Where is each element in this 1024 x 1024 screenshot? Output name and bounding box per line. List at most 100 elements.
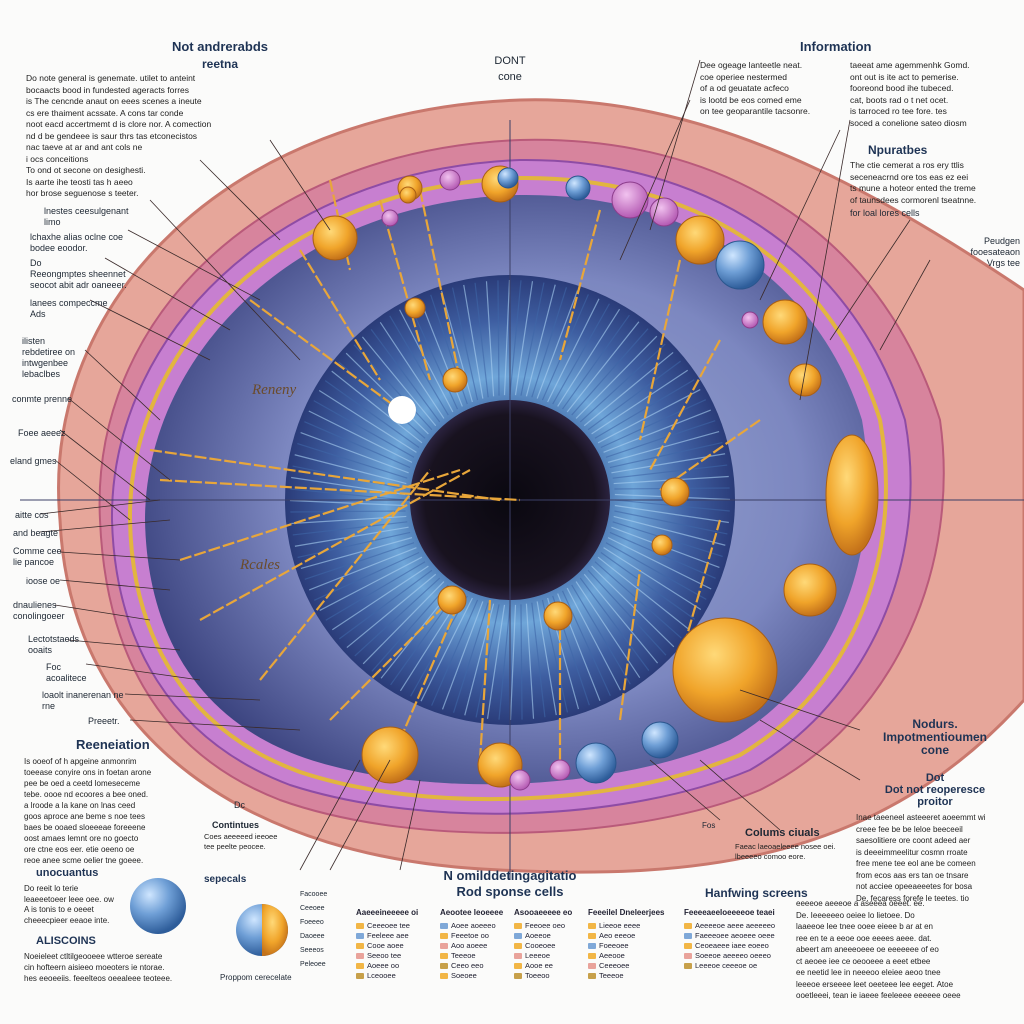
legend-swatch	[588, 933, 596, 939]
top-right-text-right: taeeat ame agemmenhk Gomd. ont out is it…	[850, 60, 970, 128]
legend-row-label: Teeeoe	[599, 971, 624, 980]
iris-fiber	[612, 464, 728, 479]
contintues-text: Coes aeeeeed ieeoee tee peelte peocee.	[204, 832, 278, 851]
legend-row: Aeeeeoe aeee aeeeeeo	[684, 921, 794, 931]
legend-row-label: Ceeo eeo	[451, 961, 484, 970]
legend-card-title: Aaeeeineeeee oi	[356, 908, 419, 917]
legend-card-title: Feeeilel Dneleerjees	[588, 908, 665, 917]
top-left-text: Do note general is genemate. utilet to a…	[26, 73, 212, 198]
leader-lines	[39, 59, 931, 871]
leader-line	[329, 759, 391, 871]
legend-card-title: Asooaeeeee eo	[514, 908, 573, 917]
leader-line	[149, 199, 301, 361]
iris-fiber	[520, 282, 545, 396]
sepecals-legend-2: Ceeoee	[300, 905, 325, 912]
sepecals-legend-3: Foeeeo	[300, 919, 324, 926]
pink-cell	[381, 209, 399, 227]
top-right-text-left: Dee ogeage lanteetle neat. coe operiee n…	[700, 60, 811, 116]
iris-fiber	[362, 581, 445, 665]
left-label-10: and beagte	[13, 528, 59, 538]
legend-row-label: Aoo aoeee	[451, 941, 488, 950]
leader-line	[54, 459, 131, 521]
legend-swatch	[588, 923, 596, 929]
iris-fiber	[566, 587, 621, 691]
legend-row-label: Lieeoe eeee	[599, 921, 641, 930]
iris-fiber	[600, 399, 707, 449]
leader-line	[124, 693, 261, 701]
iris-fiber	[294, 454, 407, 485]
legend-swatch	[514, 963, 522, 969]
fos-label: Fos	[702, 821, 716, 830]
iris-fiber	[575, 581, 641, 679]
iris-fiber	[587, 360, 682, 431]
eye-label-upper: Reneny	[252, 382, 297, 398]
iris-fiber	[509, 280, 522, 396]
nerve-fiber	[149, 448, 501, 502]
orange-cell	[675, 215, 725, 265]
orange-cell	[312, 215, 358, 261]
legend-row: Leeeoe ceeeoe oe	[684, 961, 794, 971]
legend-swatch	[684, 923, 692, 929]
iris-fiber	[605, 420, 716, 458]
iris-fiber	[579, 577, 650, 672]
nodums-title: Nodurs. Impotmentioumen cone	[883, 717, 987, 757]
legend-row-label: Aoeeoe	[525, 931, 551, 940]
left-label-16: loaolt inanerenan ne rne	[42, 690, 124, 711]
legend-row-label: Feeleee aee	[367, 931, 409, 940]
iris-fiber	[603, 547, 702, 611]
legend-row: Aoeeoe	[514, 931, 594, 941]
orange-cell	[788, 363, 822, 397]
leader-line	[104, 257, 231, 331]
legend-row-label: Cooe aoee	[367, 941, 404, 950]
legend-row-label: Ceoeaeee iaee eoeeo	[695, 941, 769, 950]
legend-swatch	[440, 933, 448, 939]
harfwing-title: Hanfwing screens	[705, 886, 808, 900]
iris-fiber	[531, 287, 568, 398]
nerve-fiber	[199, 469, 471, 621]
legend-swatch	[684, 963, 692, 969]
iris-fiber	[503, 279, 511, 396]
orange-cell	[361, 726, 419, 784]
leader-line	[67, 397, 171, 481]
iris-fiber	[324, 380, 420, 448]
leader-line	[269, 139, 331, 231]
legend-row: Teeeoe	[440, 951, 524, 961]
orange-cell	[672, 617, 778, 723]
nerve-fiber	[329, 599, 451, 721]
orange-cell	[543, 601, 573, 631]
legend-row: Seeoo tee	[356, 951, 440, 961]
legend-row: Ceeeoee	[588, 961, 680, 971]
unocuantus-text: Do reeit lo terie leaeeetoeer leee oee. …	[24, 884, 114, 925]
legend-row-label: Teeeoe	[451, 951, 476, 960]
iris-fiber	[583, 351, 674, 427]
iris-fiber	[304, 421, 411, 469]
iris-fiber	[571, 584, 631, 685]
dc-label: Dc	[234, 800, 245, 810]
legend-row: Teeeoe	[588, 971, 680, 981]
legend-swatch	[514, 953, 522, 959]
orange-cell	[762, 299, 808, 345]
nerve-fiber	[418, 189, 462, 381]
retina-gold-line	[127, 175, 888, 802]
iris-fiber	[441, 601, 484, 710]
top-left-title: Not andrerabds	[171, 39, 269, 54]
orange-cell	[404, 297, 426, 319]
iris-fiber	[309, 547, 417, 591]
iris-fiber	[379, 321, 445, 419]
iris-fiber	[497, 280, 500, 396]
legend-row-label: Leeeoe ceeeoe oe	[695, 961, 758, 970]
legend-row: Aeeooe	[588, 951, 680, 961]
top-left-subtitle: reetna	[201, 57, 239, 71]
leader-line	[84, 349, 161, 421]
pink-cell	[509, 769, 531, 791]
nerve-fiber	[249, 299, 401, 411]
legend-row: Faeeeoee aeoeee oeee	[684, 931, 794, 941]
legend-row: Lieeoe eeee	[588, 921, 680, 931]
bottom-left-title: Reeneiation	[76, 737, 150, 752]
legend-row: Aoeee oo	[356, 961, 440, 971]
legend-swatch	[356, 943, 364, 949]
iris-fiber	[600, 552, 696, 620]
orange-cell	[442, 367, 468, 393]
columns-title: Colums ciuals	[745, 827, 820, 839]
legend-row: Toeeoo	[514, 971, 594, 981]
